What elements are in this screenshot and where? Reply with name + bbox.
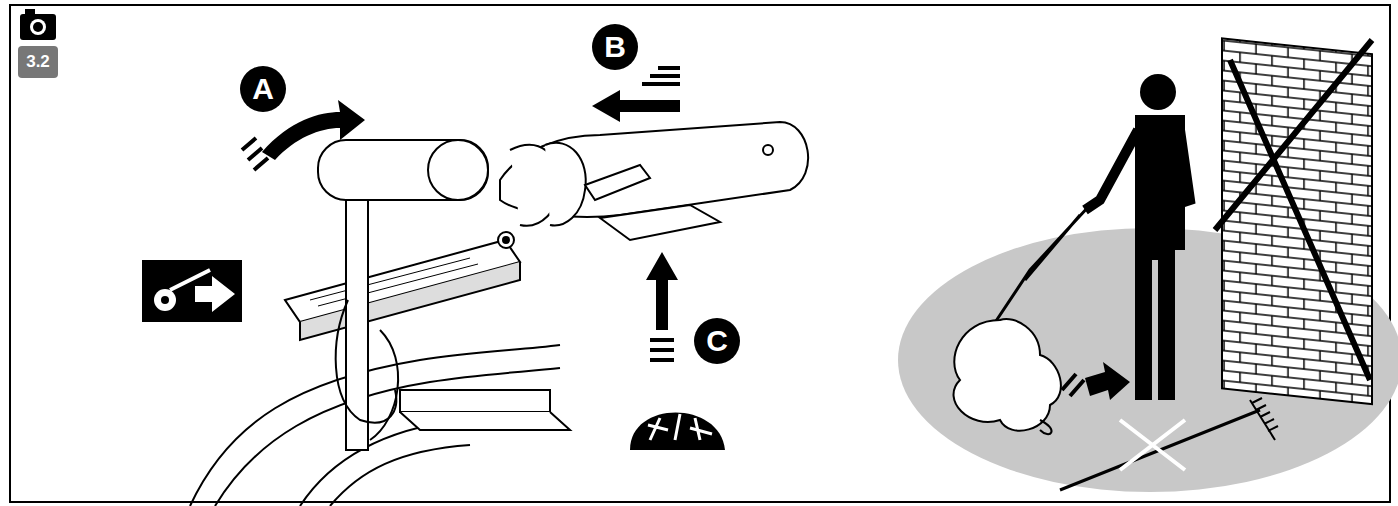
node-text: 3.2: [26, 52, 50, 72]
callout-letter: B: [592, 24, 638, 70]
figure-badge: 3.2: [18, 46, 58, 78]
node-text: C: [706, 324, 728, 358]
node-text: A: [252, 72, 274, 106]
work-area-scene: [898, 38, 1398, 492]
handlebar-illustration: [190, 122, 808, 506]
callout-letter: C: [694, 318, 740, 364]
callout-letter: A: [240, 66, 286, 112]
camera-icon: [20, 9, 56, 40]
node-text: B: [604, 30, 626, 64]
tools-icon: [630, 413, 725, 451]
motion-arrows: [242, 68, 680, 360]
forward-gear-icon: [142, 260, 242, 322]
